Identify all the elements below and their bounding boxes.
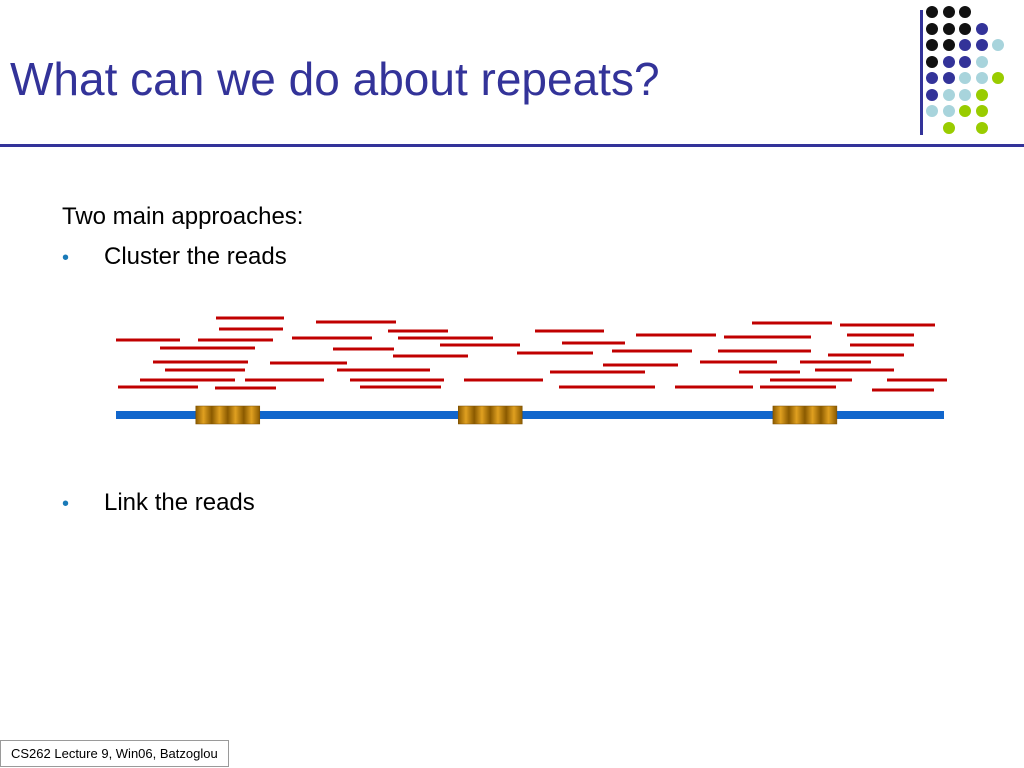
repeat-block — [195, 405, 261, 425]
decor-dot — [975, 88, 988, 101]
reads-group — [116, 316, 947, 392]
decor-dot — [959, 6, 971, 18]
footer-label: CS262 Lecture 9, Win06, Batzoglou — [0, 740, 229, 767]
decor-dot — [975, 72, 988, 84]
bullet-marker-icon: • — [62, 247, 70, 269]
bullet-cluster-reads: Cluster the reads — [104, 243, 287, 270]
repeat-block — [458, 405, 523, 425]
bullet-marker-icon: • — [62, 493, 70, 515]
decor-dot — [926, 55, 938, 68]
repeat-block — [772, 405, 838, 425]
decor-dot — [959, 72, 971, 84]
decor-dot — [926, 22, 938, 35]
decor-dot — [975, 39, 988, 51]
decor-dot — [992, 39, 1004, 51]
genome-line — [116, 411, 944, 419]
decor-dot — [959, 88, 971, 101]
slide-title: What can we do about repeats? — [10, 53, 660, 105]
decor-dot — [959, 55, 971, 68]
decor-dot — [942, 121, 955, 134]
decor-dot — [959, 39, 971, 51]
decor-dot — [975, 22, 988, 35]
decor-dot — [926, 72, 938, 84]
decor-dot — [942, 88, 955, 101]
decor-dot — [926, 39, 938, 51]
decor-dot — [926, 6, 938, 18]
title-underline — [0, 144, 1024, 147]
decor-dot — [975, 55, 988, 68]
decor-dot-grid — [926, 6, 1006, 138]
decor-dot — [942, 55, 955, 68]
decor-dot — [975, 121, 988, 134]
intro-text: Two main approaches: — [62, 203, 304, 230]
decor-dot — [942, 72, 955, 84]
decor-dot — [942, 39, 955, 51]
decor-dot — [942, 105, 955, 117]
decor-dot — [959, 22, 971, 35]
decor-dot — [992, 72, 1004, 84]
repeats-group — [195, 405, 838, 425]
decor-dot — [926, 88, 938, 101]
bullet-link-reads: Link the reads — [104, 489, 255, 516]
decor-vertical-rule — [920, 10, 923, 135]
decor-dot — [942, 6, 955, 18]
decor-dot — [975, 105, 988, 117]
decor-dot — [926, 105, 938, 117]
reads-diagram — [116, 316, 947, 425]
decor-dot — [942, 22, 955, 35]
decor-dot — [959, 105, 971, 117]
